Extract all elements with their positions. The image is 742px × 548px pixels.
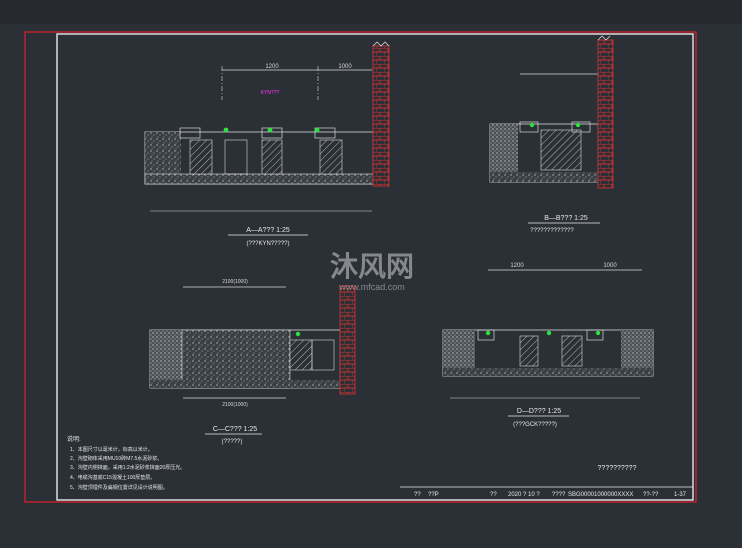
note-5: 5、沟壁顶埋件及扁钢位置详见设计说明图。	[70, 484, 168, 491]
top-toolbar	[0, 0, 742, 24]
title-section-d: D—D??? 1:25	[517, 408, 561, 415]
dim-1200-d: 1200	[510, 263, 524, 269]
note-1: 1、本图尺寸以毫米计，标高以米计。	[70, 446, 153, 453]
subtitle-section-b: ?????????????	[530, 228, 574, 234]
dim-1000-a: 1000	[338, 64, 352, 70]
tb-field-1: ??	[414, 492, 421, 498]
watermark-url: www.mfcad.com	[338, 282, 405, 292]
section-a[interactable]: 1200 1000 KYN??? A—A??? 1:25 (???KYN????…	[144, 41, 390, 247]
design-notes: 说明: 1、本图尺寸以毫米计，标高以米计。 2、沟壁砌体采用MU10砖M7.5水…	[67, 435, 185, 491]
tb-field-2: ??P	[428, 492, 439, 498]
watermark-text: 沐风网	[330, 251, 414, 282]
tb-field-5: ????	[552, 492, 566, 498]
dim-1200-a: 1200	[265, 64, 279, 70]
inner-frame	[56, 33, 694, 501]
title-section-c: C—C??? 1:25	[213, 426, 257, 433]
drawing-title: ??????????	[598, 465, 637, 472]
tb-field-7: ??-??	[643, 492, 659, 498]
note-4: 4、电缆沟基底C15混凝土100厚垫层。	[70, 474, 155, 481]
section-b[interactable]: B—B??? 1:25 ?????????????	[489, 35, 614, 234]
title-block[interactable]: ?????????? ?? ??P ?? 2020 ? 10 ? ???? SB…	[400, 465, 693, 498]
tb-date: 2020 ? 10 ?	[508, 492, 540, 498]
left-gutter	[0, 24, 24, 548]
dim-1000-d: 1000	[603, 263, 617, 269]
subtitle-section-d: (???GCK?????)	[513, 422, 557, 428]
notes-title: 说明:	[67, 435, 81, 443]
dim-2100-bottom: 2100(1000)	[222, 402, 248, 408]
title-section-b: B—B??? 1:25	[544, 215, 588, 222]
tb-field-3: ??	[490, 492, 497, 498]
title-section-a: A—A??? 1:25	[246, 227, 290, 234]
subtitle-section-c: (?????)	[222, 439, 243, 445]
section-d[interactable]: 1200 1000 D—D??? 1:25 (???GCK?????)	[442, 263, 654, 428]
tb-drawing-number: SBG00001000000XXXX	[568, 492, 633, 498]
outer-frame-red	[24, 31, 697, 503]
magenta-note-a: KYN???	[261, 90, 280, 96]
note-2: 2、沟壁砌体采用MU10砖M7.5水泥砂浆。	[70, 455, 162, 462]
dim-2100-top: 2100(1000)	[222, 279, 248, 285]
section-c[interactable]: 2100(1000) 2100(1000) C—C??? 1:25 (?????…	[149, 279, 356, 445]
note-3: 3、沟壁内侧抹面，采用1:2水泥砂浆抹面20厚压光。	[70, 464, 185, 471]
watermark: 沐风网 www.mfcad.com	[330, 251, 414, 292]
subtitle-section-a: (???KYN?????)	[246, 241, 289, 247]
tb-sheet-number: 1-37	[674, 492, 687, 498]
